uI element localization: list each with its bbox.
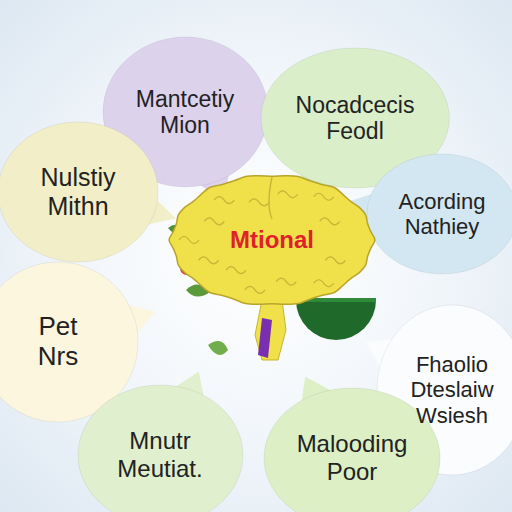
- purple-stem: [258, 318, 272, 358]
- brain-fold: [314, 280, 334, 287]
- brain-fissure: [269, 177, 272, 219]
- brain-fold: [276, 278, 296, 285]
- brain-fold: [314, 193, 334, 200]
- brain-fold: [245, 286, 265, 293]
- brain-fold: [179, 237, 199, 244]
- brain-label: Mtional: [230, 226, 314, 254]
- brain-fold: [199, 257, 219, 264]
- bubble-label: Mantcetiy Mion: [136, 86, 234, 139]
- green-bowl: [296, 300, 376, 340]
- bubble-label: Nocadcecis Feodl: [296, 92, 415, 145]
- bubble-body: [264, 388, 440, 512]
- brain-fold: [249, 199, 269, 206]
- speech-bubble: Nulstiy Mithn: [0, 122, 158, 262]
- speech-bubble: Acording Nathiey: [367, 154, 512, 274]
- bubble-body: [78, 385, 243, 512]
- leaf: [208, 341, 228, 355]
- bubble-label: Acording Nathiey: [399, 189, 486, 240]
- bubble-label: Pet Nrs: [38, 312, 78, 372]
- brain-shape: [169, 176, 375, 305]
- bubble-label: Fhaolio Dteslaiw Wsiesh: [410, 352, 493, 428]
- speech-bubble: Mnutr Meutiat.: [78, 385, 243, 512]
- bubble-label: Malooding Poor: [297, 430, 408, 485]
- brain-node: Mtional: [167, 170, 377, 310]
- brain-fold: [226, 267, 246, 274]
- brain-fold: [325, 257, 345, 264]
- bubble-body: [367, 154, 512, 274]
- brain-fold: [214, 197, 234, 204]
- bubble-label: Nulstiy Mithn: [40, 163, 115, 221]
- brain-fold: [320, 218, 340, 225]
- bubble-body: [0, 122, 158, 262]
- brain-stem: [255, 300, 286, 360]
- bubble-label: Mnutr Meutiat.: [117, 427, 202, 482]
- speech-bubble: Malooding Poor: [264, 388, 440, 512]
- brain-folds: [179, 191, 345, 294]
- brain-fold: [204, 218, 224, 225]
- brain-fold: [278, 191, 298, 198]
